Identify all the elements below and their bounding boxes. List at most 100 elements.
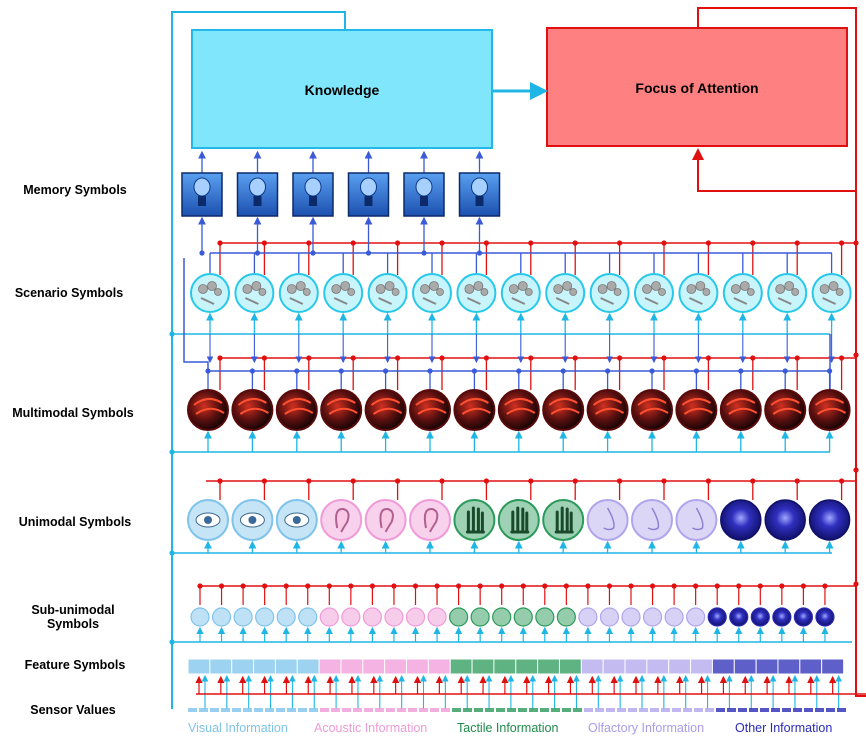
multimodal-circle bbox=[409, 389, 451, 431]
multimodal-symbols-row bbox=[187, 389, 851, 431]
feature-symbol bbox=[624, 658, 648, 675]
knowledge-label: Knowledge bbox=[304, 82, 380, 98]
scenario-arrow-glyph bbox=[644, 297, 659, 305]
feature-symbol bbox=[318, 658, 342, 675]
sensor-value bbox=[375, 708, 384, 712]
scenario-arrow-glyph bbox=[422, 297, 437, 305]
memory-symbol bbox=[181, 172, 223, 217]
scenario-symbol bbox=[456, 273, 497, 313]
scenario-circle bbox=[678, 273, 719, 313]
nose-icon bbox=[664, 607, 684, 627]
hand-icon bbox=[513, 607, 533, 627]
nose-icon bbox=[692, 507, 704, 531]
scenario-arrow-glyph bbox=[511, 297, 526, 305]
sensor-value bbox=[661, 708, 670, 712]
sensor-value bbox=[760, 708, 769, 712]
flame-icon bbox=[814, 398, 847, 415]
subunimodal-symbol bbox=[664, 607, 684, 627]
feature-symbol bbox=[384, 658, 408, 675]
sensor-value bbox=[353, 708, 362, 712]
gear-icon bbox=[436, 288, 444, 296]
nose-icon bbox=[603, 507, 615, 531]
sensor-value bbox=[254, 708, 263, 712]
scenario-circle bbox=[767, 273, 808, 313]
gear-icon bbox=[819, 284, 830, 294]
multimodal-circle bbox=[808, 389, 851, 431]
memory-symbol bbox=[403, 172, 445, 217]
connector-path bbox=[697, 7, 866, 697]
flame-icon bbox=[459, 398, 491, 415]
sensor-value bbox=[518, 708, 527, 712]
scenario-circle bbox=[190, 273, 230, 313]
orb-icon bbox=[793, 607, 814, 627]
subunimodal-symbol bbox=[190, 607, 210, 627]
connector-path bbox=[171, 11, 346, 709]
flame-icon bbox=[548, 398, 580, 415]
sensor-value bbox=[309, 708, 318, 712]
sensor-values-row bbox=[188, 708, 846, 712]
feature-symbol bbox=[296, 658, 320, 675]
lightbulb-icon bbox=[471, 177, 488, 197]
gear-icon bbox=[517, 281, 528, 291]
ear-icon bbox=[362, 607, 382, 627]
scenario-symbol bbox=[278, 273, 319, 313]
gear-icon bbox=[375, 284, 386, 294]
sensor-value bbox=[628, 708, 637, 712]
sensor-value bbox=[430, 708, 439, 712]
orb-icon bbox=[808, 499, 851, 541]
ear-icon bbox=[427, 607, 447, 627]
junction-dot bbox=[310, 250, 316, 256]
sensor-value bbox=[496, 708, 505, 712]
gear-icon bbox=[784, 281, 795, 291]
multimodal-symbol bbox=[586, 389, 629, 431]
sensor-value bbox=[320, 708, 329, 712]
gear-icon bbox=[642, 284, 652, 294]
subunimodal-symbol bbox=[556, 607, 576, 627]
multimodal-circle bbox=[675, 389, 718, 431]
scenario-arrow-glyph bbox=[688, 297, 703, 305]
subunimodal-symbol bbox=[341, 607, 361, 627]
gear-icon bbox=[686, 284, 697, 294]
feature-symbol bbox=[274, 658, 298, 675]
scenario-symbol bbox=[811, 273, 852, 313]
sensor-value bbox=[397, 708, 406, 712]
feature-symbol bbox=[711, 658, 735, 675]
scenario-arrow-glyph bbox=[333, 297, 348, 305]
unimodal-symbol-orb bbox=[808, 499, 851, 541]
gear-icon bbox=[286, 284, 297, 294]
sensor-value bbox=[452, 708, 461, 712]
sensor-value bbox=[232, 708, 241, 712]
scenario-symbol bbox=[412, 273, 452, 313]
multimodal-circle bbox=[631, 389, 673, 431]
subunimodal-symbol bbox=[298, 607, 318, 627]
gear-icon bbox=[524, 288, 533, 296]
multimodal-symbol bbox=[764, 389, 807, 431]
scenario-circle bbox=[323, 273, 364, 313]
sensor-value bbox=[562, 708, 571, 712]
feature-symbol bbox=[668, 658, 692, 675]
multimodal-symbol bbox=[542, 389, 585, 431]
gear-icon bbox=[198, 284, 208, 294]
tactile-information-label: Tactile Information bbox=[457, 721, 559, 735]
flame-icon bbox=[282, 398, 314, 415]
eye-iris bbox=[248, 516, 257, 524]
scenario-circle bbox=[722, 273, 763, 313]
label-scenario-symbols: Scenario Symbols bbox=[14, 286, 124, 300]
feature-symbol bbox=[362, 658, 386, 675]
gear-icon bbox=[553, 284, 564, 294]
label-multimodal-symbols: Multimodal Symbols bbox=[12, 406, 134, 420]
sensor-value bbox=[606, 708, 615, 712]
scenario-symbol bbox=[589, 273, 630, 313]
scenario-circle bbox=[456, 273, 497, 313]
orb-icon bbox=[720, 499, 762, 541]
flame-icon bbox=[193, 398, 225, 415]
junction-dot bbox=[421, 250, 427, 256]
multimodal-symbol bbox=[631, 389, 673, 431]
label-sensor-values: Sensor Values bbox=[30, 703, 116, 717]
subunimodal-symbol bbox=[319, 607, 339, 627]
gear-icon bbox=[420, 284, 430, 294]
scenario-arrow-glyph bbox=[822, 297, 837, 305]
hand-icon bbox=[470, 607, 490, 627]
feature-symbol bbox=[558, 658, 582, 675]
junction-dot bbox=[199, 250, 205, 256]
